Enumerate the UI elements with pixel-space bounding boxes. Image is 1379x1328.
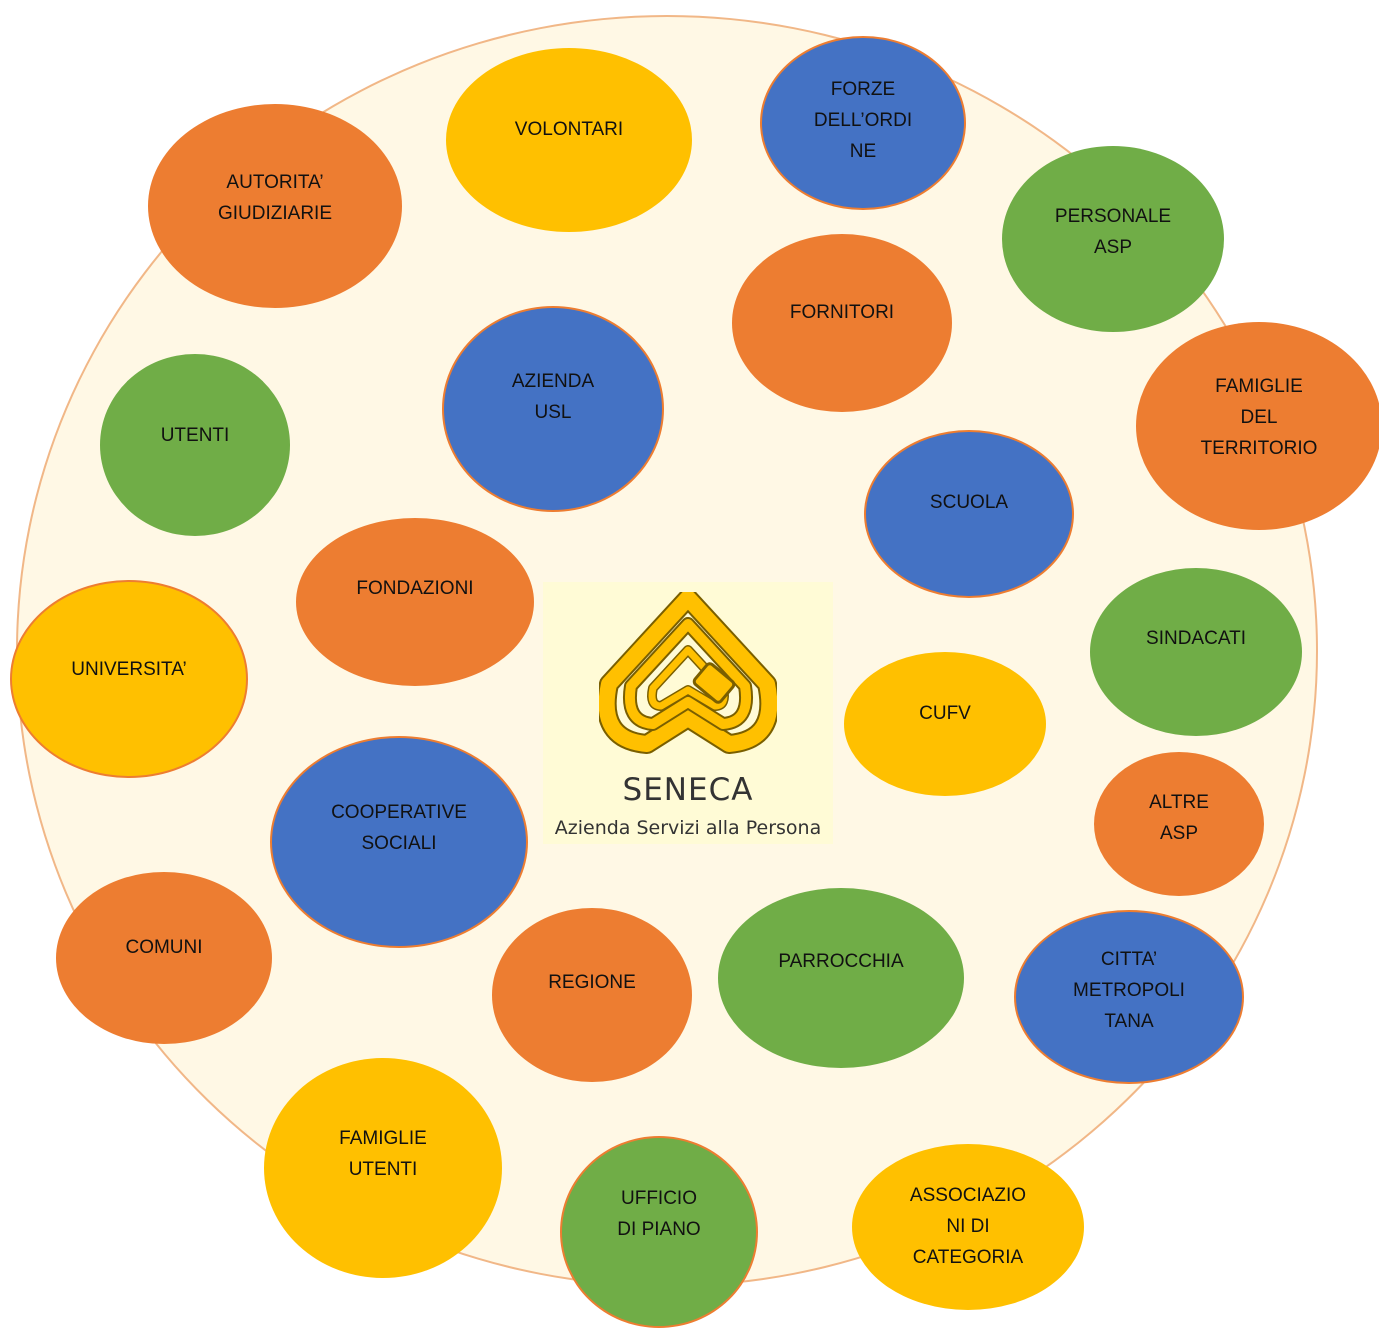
bubble-label: FAMIGLIE UTENTI	[339, 1128, 427, 1180]
bubble-label: AUTORITA’ GIUDIZIARIE	[217, 172, 332, 224]
bubble-label: REGIONE	[548, 971, 636, 993]
bubble-label: UFFICIO DI PIANO	[617, 1188, 701, 1240]
bubble-label: AZIENDA USL	[511, 371, 595, 423]
bubble-label: CUFV	[919, 702, 971, 724]
bubble-forze-dellordine: FORZE DELL’ORDI NE	[760, 36, 966, 210]
bubble-label: FONDAZIONI	[356, 577, 474, 599]
bubble-altre-asp: ALTRE ASP	[1094, 752, 1264, 896]
bubble-cufv: CUFV	[844, 652, 1046, 796]
bubble-personale-asp: PERSONALE ASP	[1002, 146, 1224, 332]
bubble-parrocchia: PARROCCHIA	[718, 888, 964, 1068]
bubble-regione: REGIONE	[492, 908, 692, 1082]
bubble-label: FAMIGLIE DEL TERRITORIO	[1200, 375, 1318, 459]
bubble-label: SCUOLA	[929, 491, 1009, 513]
bubble-associazioni-di-categoria: ASSOCIAZIO NI DI CATEGORIA	[852, 1144, 1084, 1310]
bubble-azienda-usl: AZIENDA USL	[442, 306, 664, 512]
bubble-fornitori: FORNITORI	[732, 234, 952, 412]
bubble-label: FORNITORI	[789, 301, 895, 323]
bubble-citta-metropolitana: CITTA’ METROPOLI TANA	[1014, 910, 1244, 1084]
logo-subtitle: Azienda Servizi alla Persona	[554, 817, 822, 839]
bubble-label: UNIVERSITA’	[71, 658, 187, 680]
bubble-label: PARROCCHIA	[778, 950, 904, 972]
bubble-comuni: COMUNI	[56, 872, 272, 1044]
bubble-fondazioni: FONDAZIONI	[296, 518, 534, 686]
bubble-autorita-giudiziarie: AUTORITA’ GIUDIZIARIE	[148, 104, 402, 308]
bubble-famiglie-del-territorio: FAMIGLIE DEL TERRITORIO	[1136, 322, 1379, 530]
bubble-famiglie-utenti: FAMIGLIE UTENTI	[264, 1058, 502, 1278]
bubble-label: PERSONALE ASP	[1054, 206, 1172, 258]
bubble-sindacati: SINDACATI	[1090, 568, 1302, 736]
seneca-logo: SENECA Azienda Servizi alla Persona	[543, 582, 833, 844]
bubble-label: FORZE DELL’ORDI NE	[813, 78, 913, 162]
bubble-volontari: VOLONTARI	[446, 48, 692, 232]
bubble-label: COMUNI	[125, 936, 203, 958]
bubble-label: CITTA’ METROPOLI TANA	[1073, 948, 1185, 1032]
bubble-cooperative-sociali: COOPERATIVE SOCIALI	[270, 736, 528, 948]
bubble-label: VOLONTARI	[514, 118, 624, 140]
bubble-utenti: UTENTI	[100, 354, 290, 536]
bubble-label: ALTRE ASP	[1149, 792, 1209, 844]
bubble-scuola: SCUOLA	[864, 430, 1074, 598]
bubble-universita: UNIVERSITA’	[10, 580, 248, 778]
bubble-label: COOPERATIVE SOCIALI	[331, 802, 467, 854]
bubble-label: UTENTI	[160, 424, 230, 446]
bubble-label: ASSOCIAZIO NI DI CATEGORIA	[909, 1184, 1027, 1268]
bubble-ufficio-di-piano: UFFICIO DI PIANO	[560, 1136, 758, 1328]
seneca-logo-icon	[599, 592, 777, 754]
logo-name: SENECA	[622, 772, 754, 808]
bubble-label: SINDACATI	[1146, 627, 1246, 649]
